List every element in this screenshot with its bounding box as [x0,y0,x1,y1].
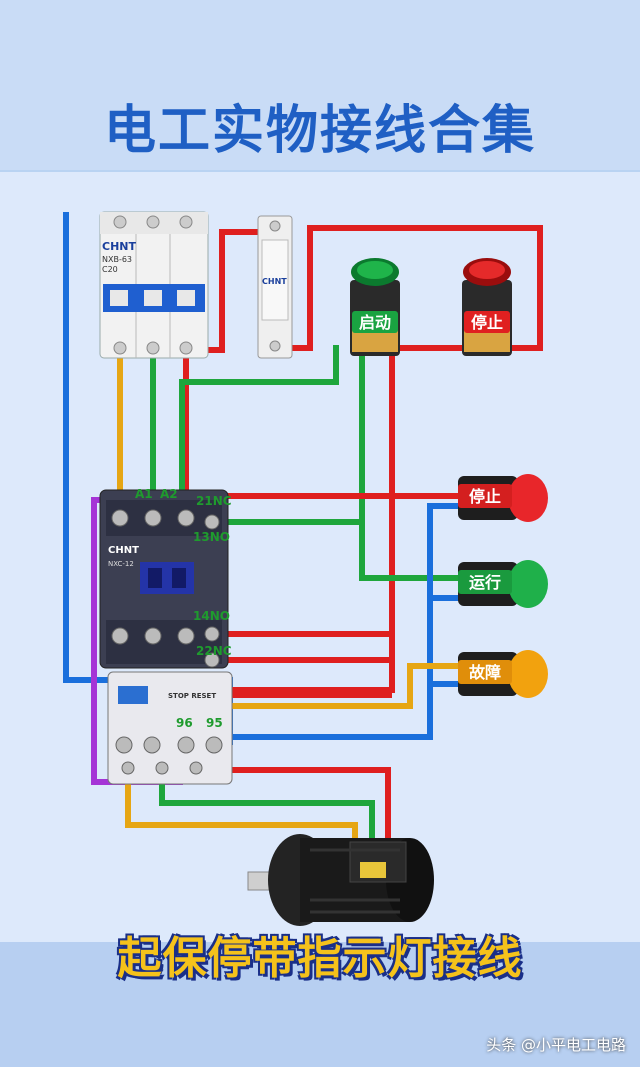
run-lamp-label-bg [458,570,512,594]
stop-lamp-label: 停止 [469,487,501,506]
terminal-a1: A1 [135,487,153,501]
footer-band [0,942,640,1067]
fuse-brand: CHNT [262,277,287,286]
wire-yellow-motor [125,770,358,850]
wire-green-run [359,355,470,581]
terminal-21nc: 21NC [196,494,232,508]
wire-red-fuse-out [272,225,543,351]
contactor [99,489,229,669]
circuit-breaker [99,211,209,359]
fuse-holder [257,215,293,359]
motor [247,834,434,926]
relay-reset-text: STOP RESET [168,692,216,700]
start-label-bg [352,311,398,333]
wire-red-fuse [198,229,265,353]
start-button[interactable] [350,258,400,356]
thermal-relay [107,671,233,785]
wire-red-motor [196,767,391,850]
stop-button-label: 停止 [471,313,503,332]
breaker-model: NXB-63 [102,255,132,264]
run-lamp-label: 运行 [469,573,501,592]
terminal-a2: A2 [160,487,178,501]
breaker-brand: CHNT [102,240,136,253]
wire-blue-lamps [427,503,470,601]
terminal-96: 96 [176,716,193,730]
fault-lamp-label-bg [458,660,512,684]
breaker-rating: C20 [102,265,118,274]
wire-red-bus [210,355,395,693]
wire-green-motor [159,770,375,850]
fault-lamp-label: 故障 [469,663,501,682]
page-title: 电工实物接线合集 [103,101,536,161]
contactor-brand: CHNT [108,545,139,556]
stop-button[interactable] [462,258,512,356]
terminal-22nc: 22NC [196,644,232,658]
stop-label-bg [464,311,510,333]
stop-lamp-label-bg [458,484,512,508]
terminal-13no: 13NO [193,530,230,544]
start-button-label: 启动 [359,313,391,332]
terminal-95: 95 [206,716,223,730]
header-band [0,0,640,170]
watermark: 头条 @小平电工电路 [486,1036,626,1054]
wire-green-start [179,345,339,520]
terminal-14no: 14NO [193,609,230,623]
wire-blue-95 [214,684,433,740]
bottom-caption: 起保停带指示灯接线 [117,933,523,984]
contactor-model: NXC-12 [108,560,134,568]
